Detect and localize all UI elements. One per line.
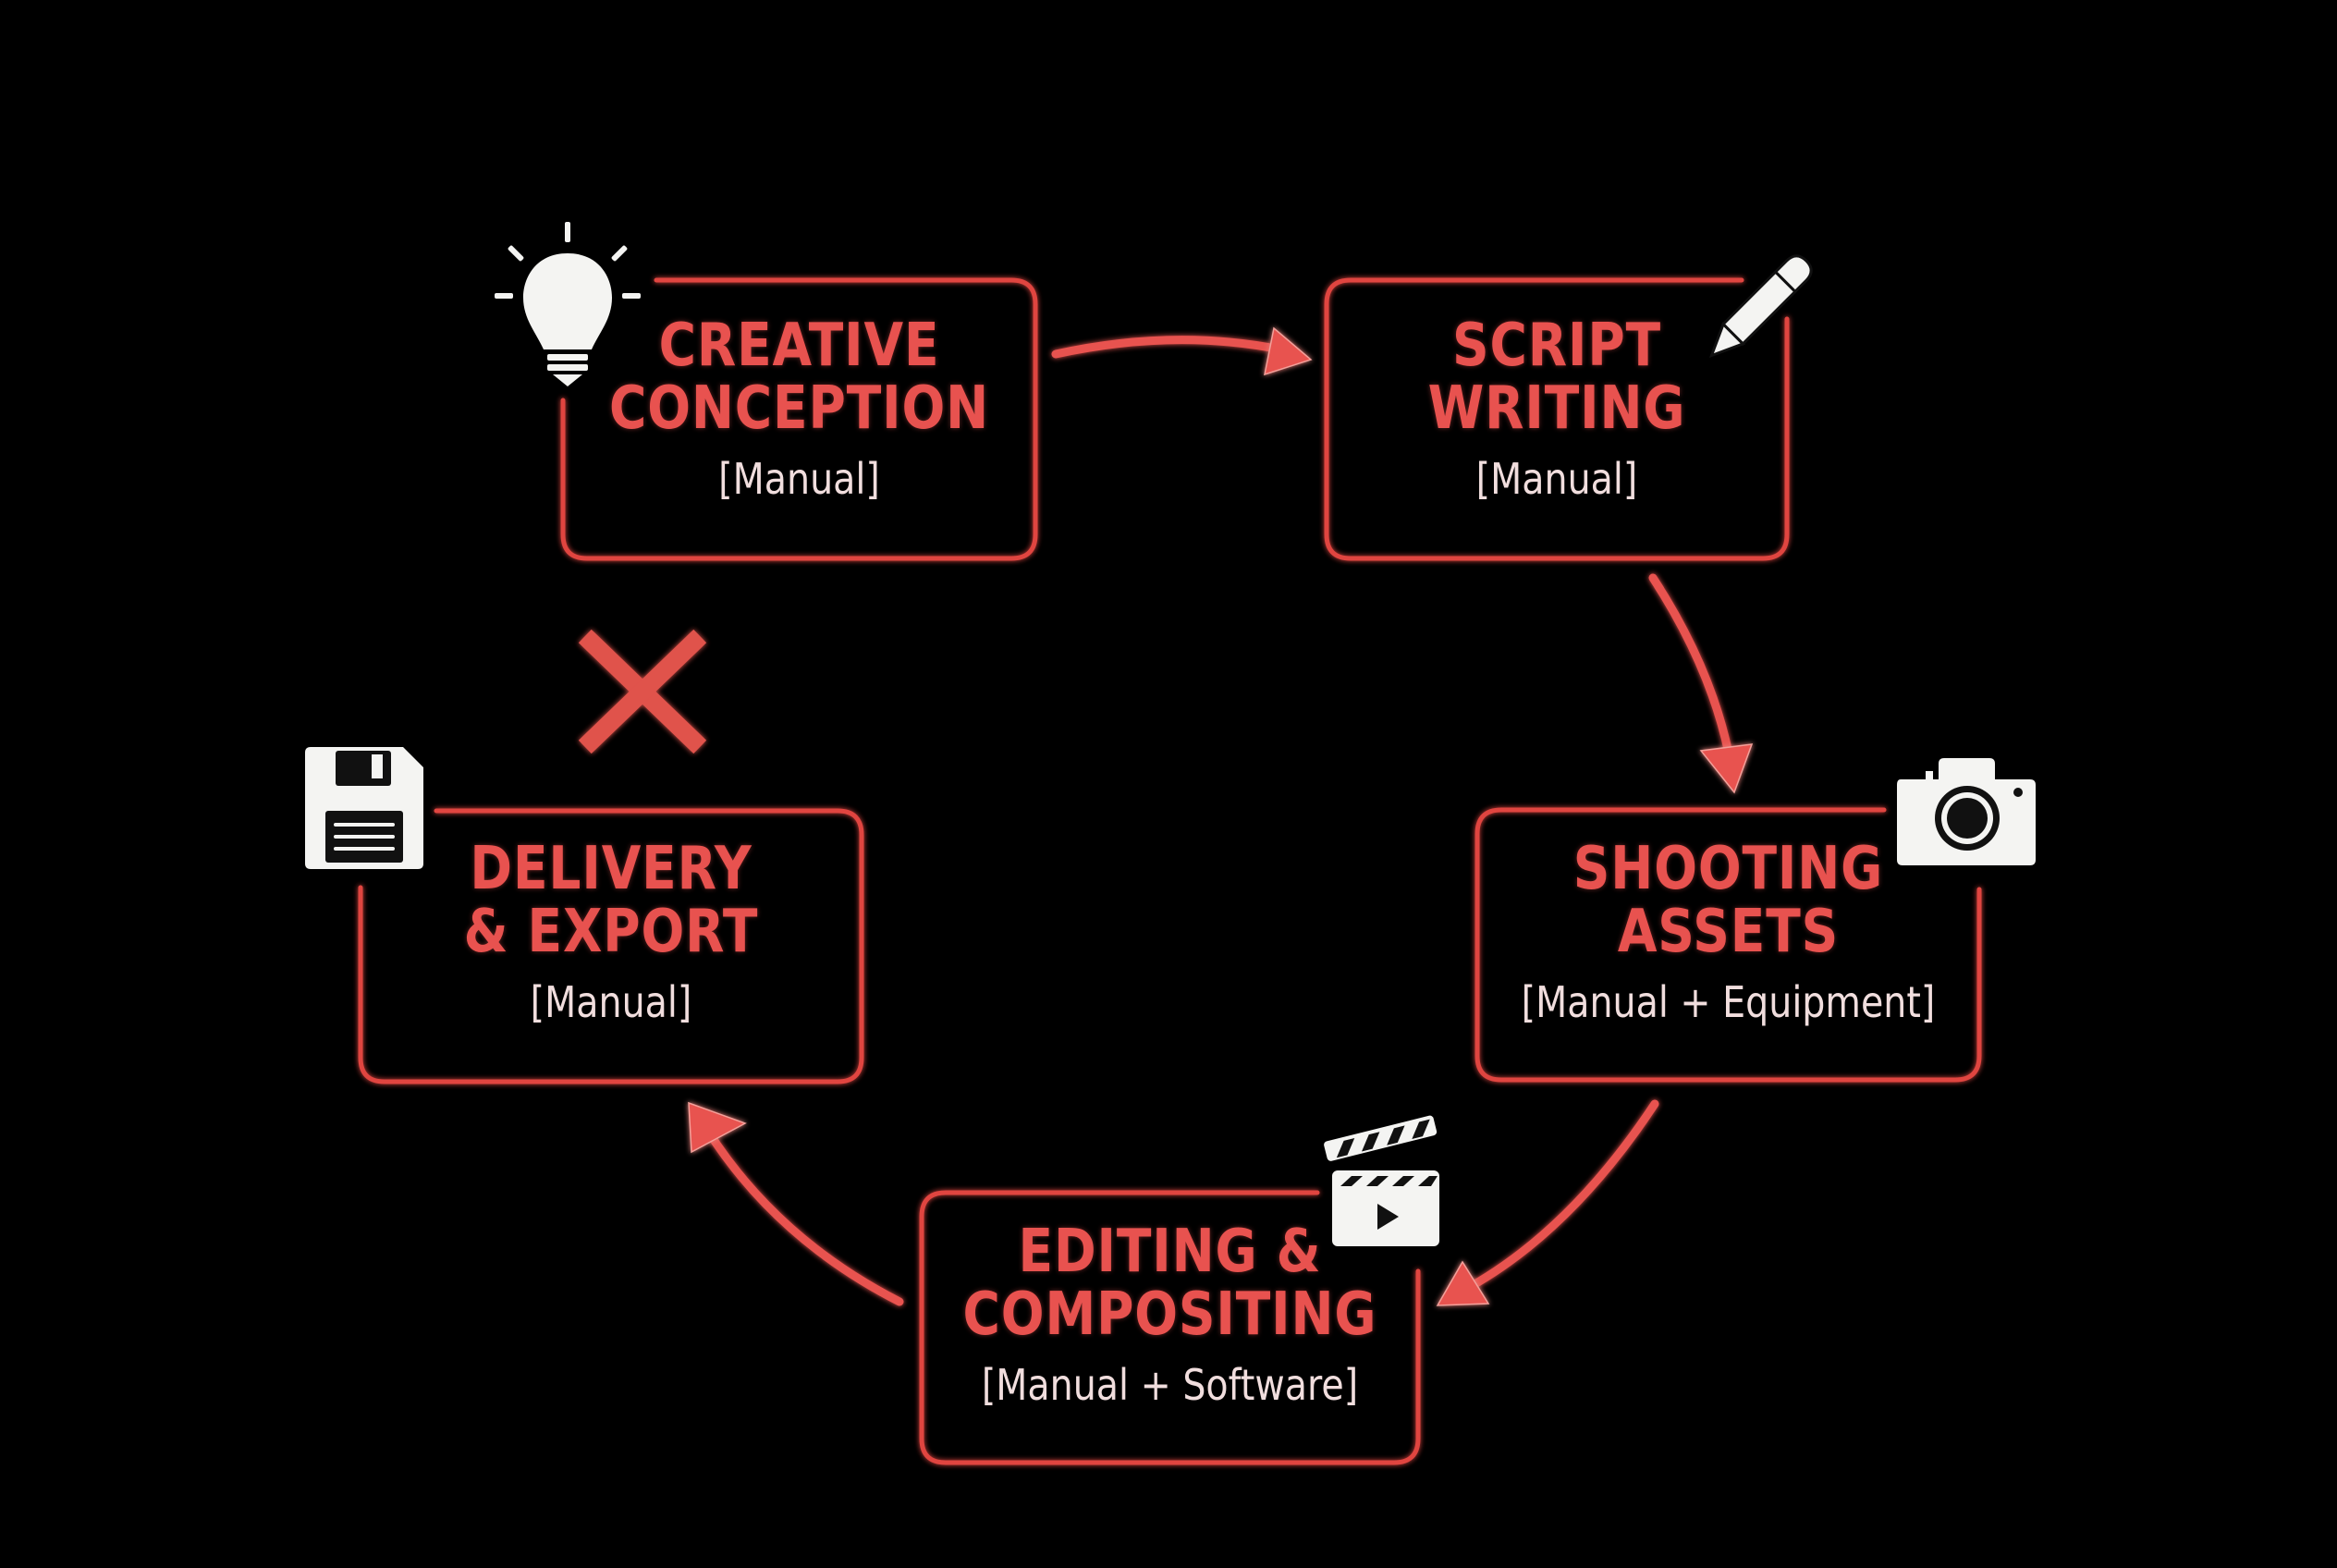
box-delivery-export [358,808,864,1084]
node-title-line2: CONCEPTION [608,374,990,443]
node-subtitle: [Manual] [1475,454,1638,504]
node-creative-conception: CREATIVE CONCEPTION [Manual] [563,314,1035,505]
box-creative-conception [560,277,1038,561]
node-title-line1: CREATIVE [658,312,940,380]
node-title-line1: SCRIPT [1452,312,1661,380]
camera-icon [1897,758,2036,865]
node-title-line1: SHOOTING [1572,835,1884,903]
clapperboard-icon [1324,1115,1439,1246]
arrow-creative-to-script [1051,336,1285,359]
node-title-line2: & EXPORT [463,898,759,966]
pencil-icon [1708,254,1813,359]
node-title-line2: COMPOSITING [962,1280,1377,1349]
arrowhead-editing [1436,1260,1490,1306]
node-shooting-assets: SHOOTING ASSETS [Manual + Equipment] [1477,838,1979,1028]
node-title-line1: EDITING & [1018,1218,1322,1286]
lightbulb-icon [495,222,641,386]
box-shooting-assets [1474,807,1982,1083]
arrow-editing-to-delivery [703,1125,904,1306]
floppy-disk-icon [305,747,423,869]
x-mark-icon [578,629,707,754]
box-script-writing [1324,277,1790,561]
arrowhead-shooting [1699,743,1754,794]
node-editing-compositing: EDITING & COMPOSITING [Manual + Software… [922,1220,1418,1411]
node-subtitle: [Manual] [718,454,880,504]
node-title-line2: WRITING [1427,374,1686,443]
node-script-writing: SCRIPT WRITING [Manual] [1327,314,1787,505]
node-subtitle: [Manual] [530,977,692,1027]
node-subtitle: [Manual + Equipment] [1521,977,1936,1027]
node-title-line1: DELIVERY [470,835,752,903]
box-editing-compositing [919,1190,1421,1465]
arrowhead-delivery [688,1101,747,1154]
node-delivery-export: DELIVERY & EXPORT [Manual] [361,838,862,1028]
arrowhead-script [1264,326,1313,376]
node-title-line2: ASSETS [1617,898,1840,966]
arrow-shooting-to-editing [1465,1099,1659,1292]
node-subtitle: [Manual + Software] [981,1360,1359,1410]
arrow-script-to-shooting [1648,573,1733,758]
